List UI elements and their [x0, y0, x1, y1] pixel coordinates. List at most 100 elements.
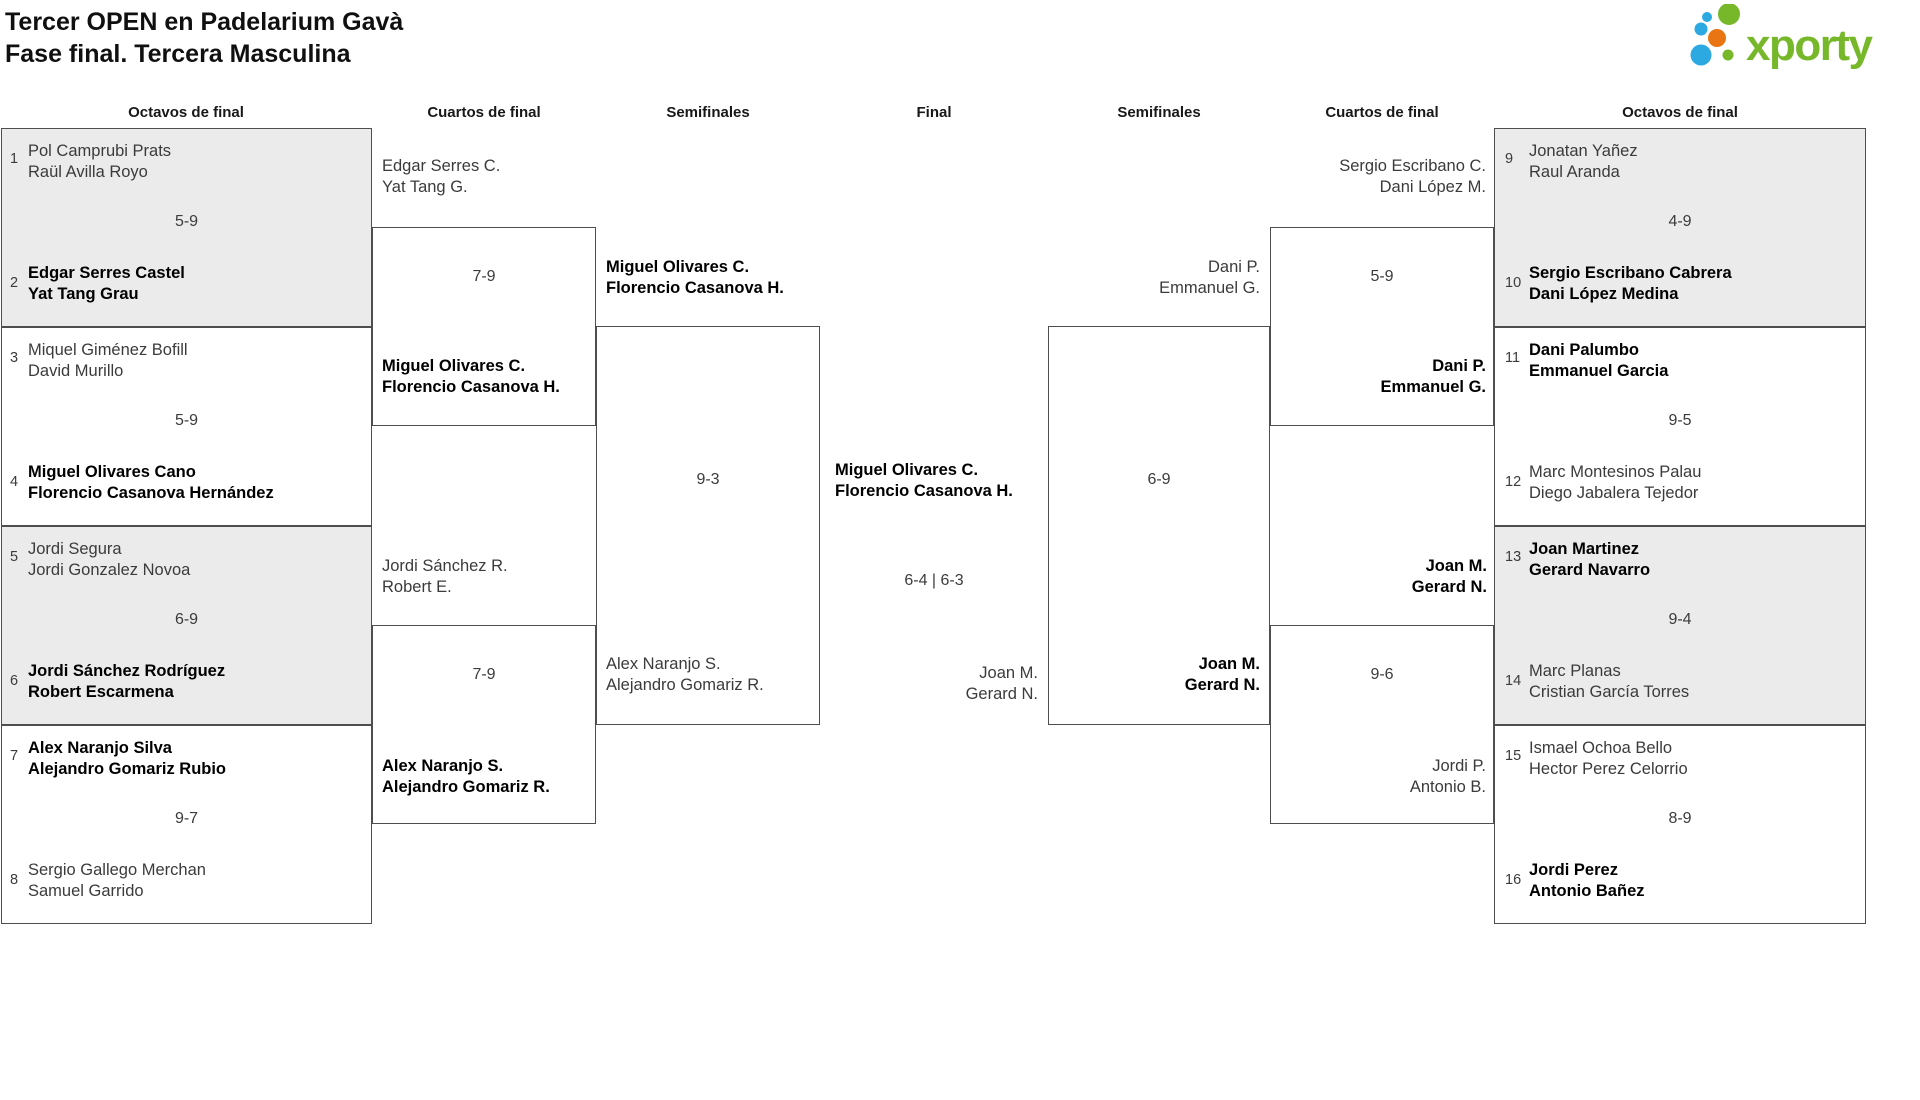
team-slot: Pol Camprubi Prats Raül Avilla Royo — [28, 141, 171, 183]
team-name-line: Gerard Navarro — [1529, 561, 1651, 579]
team-name-line: Hector Perez Celorrio — [1529, 760, 1688, 778]
seed-number: 7 — [10, 748, 19, 764]
team-slot: Miguel Olivares Cano Florencio Casanova … — [28, 462, 274, 504]
match-box-cuartos-2: 7-9 — [372, 625, 596, 824]
match-box-octavos-6: 11 Dani Palumbo Emmanuel Garcia 9-5 12 M… — [1494, 327, 1866, 526]
team-slot: Sergio Escribano C. Dani López M. — [1339, 156, 1486, 198]
team-name-line: Jonatan Yañez — [1529, 142, 1638, 160]
team-name-line: Emmanuel Garcia — [1529, 362, 1669, 380]
team-name-line: Raul Aranda — [1529, 163, 1620, 181]
team-slot: Marc Montesinos Palau Diego Jabalera Tej… — [1529, 462, 1701, 504]
tournament-title: Tercer OPEN en Padelarium Gavà Fase fina… — [5, 6, 403, 70]
team-name-line: Alejandro Gomariz Rubio — [28, 760, 227, 778]
team-name-line: Joan M. — [1198, 655, 1260, 673]
match-box-octavos-7: 13 Joan Martinez Gerard Navarro 9-4 14 M… — [1494, 526, 1866, 725]
match-score: 9-3 — [696, 471, 720, 488]
team-slot: Jordi P. Antonio B. — [1410, 756, 1486, 798]
team-name-line: Alejandro Gomariz R. — [606, 676, 764, 694]
team-name-line: Jordi P. — [1432, 757, 1486, 775]
team-slot: Alex Naranjo Silva Alejandro Gomariz Rub… — [28, 738, 226, 780]
team-slot: Jordi Sánchez R. Robert E. — [382, 556, 508, 598]
team-name-line: Miguel Olivares Cano — [28, 463, 196, 481]
seed-number: 9 — [1505, 151, 1514, 167]
team-slot: Edgar Serres C. Yat Tang G. — [382, 156, 500, 198]
match-score: 9-5 — [1668, 412, 1692, 429]
team-name-line: Florencio Casanova H. — [382, 378, 560, 396]
seed-number: 8 — [10, 872, 19, 888]
team-name-line: Miguel Olivares C. — [382, 357, 526, 375]
team-name-line: Dani P. — [1432, 357, 1486, 375]
team-name-line: Gerard N. — [1411, 578, 1487, 596]
seed-number: 13 — [1505, 549, 1522, 565]
team-name-line: Robert E. — [382, 578, 452, 596]
seed-number: 2 — [10, 275, 19, 291]
xporty-logo[interactable]: xporty — [1686, 4, 1920, 78]
team-name-line: Joan M. — [1425, 557, 1487, 575]
match-box-octavos-3: 5 Jordi Segura Jordi Gonzalez Novoa 6-9 … — [1, 526, 372, 725]
team-name-line: Florencio Casanova H. — [606, 279, 784, 297]
match-box-cuartos-1: 7-9 — [372, 227, 596, 426]
team-name-line: Alex Naranjo S. — [606, 655, 721, 673]
team-slot: Ismael Ochoa Bello Hector Perez Celorrio — [1529, 738, 1688, 780]
match-score: 9-7 — [174, 810, 199, 827]
team-slot: Dani P. Emmanuel G. — [1381, 356, 1486, 398]
team-slot: Miguel Olivares C. Florencio Casanova H. — [606, 257, 784, 299]
match-score: 5-9 — [1370, 268, 1394, 285]
team-name-line: Florencio Casanova Hernández — [28, 484, 274, 502]
match-score: 9-4 — [1668, 611, 1692, 628]
team-slot-final-loser: Joan M. Gerard N. — [966, 663, 1038, 705]
match-score: 6-9 — [1147, 471, 1171, 488]
match-score: 7-9 — [472, 268, 496, 285]
logo-dot — [1694, 22, 1708, 36]
team-name-line: Ismael Ochoa Bello — [1529, 739, 1673, 757]
team-name-line: Marc Planas — [1529, 662, 1621, 680]
team-name-line: Gerard N. — [1184, 676, 1260, 694]
team-slot: Miguel Olivares C. Florencio Casanova H. — [382, 356, 560, 398]
team-slot: Joan M. Gerard N. — [1185, 654, 1260, 696]
team-name-line: Dani López M. — [1379, 178, 1486, 196]
match-box-octavos-2: 3 Miquel Giménez Bofill David Murillo 5-… — [1, 327, 372, 526]
team-name-line: Sergio Escribano C. — [1339, 157, 1486, 175]
team-name-line: Jordi Sánchez R. — [382, 557, 508, 575]
team-name-line: Miguel Olivares C. — [606, 258, 750, 276]
team-name-line: Edgar Serres Castel — [28, 264, 185, 282]
match-score: 5-9 — [174, 412, 199, 429]
seed-number: 12 — [1505, 474, 1522, 490]
round-header-cuartos-right: Cuartos de final — [1325, 104, 1439, 121]
team-name-line: Diego Jabalera Tejedor — [1529, 484, 1699, 502]
team-slot: Miquel Giménez Bofill David Murillo — [28, 340, 188, 382]
team-name-line: Jordi Sánchez Rodríguez — [28, 662, 226, 680]
seed-number: 1 — [10, 151, 19, 167]
team-name-line: Miguel Olivares C. — [835, 461, 979, 479]
team-name-line: Alejandro Gomariz R. — [382, 778, 550, 796]
team-name-line: Raül Avilla Royo — [28, 163, 148, 181]
team-name-line: Robert Escarmena — [28, 683, 174, 701]
seed-number: 11 — [1505, 350, 1521, 366]
team-slot: Jordi Sánchez Rodríguez Robert Escarmena — [28, 661, 225, 703]
team-name-line: Pol Camprubi Prats — [28, 142, 172, 160]
match-score: 4-9 — [1668, 213, 1692, 230]
team-name-line: Florencio Casanova H. — [835, 482, 1013, 500]
team-slot: Jordi Perez Antonio Bañez — [1529, 860, 1645, 902]
tournament-subtitle: Fase final. Tercera Masculina — [5, 40, 351, 68]
logo-dot — [1702, 12, 1712, 22]
team-name-line: Sergio Escribano Cabrera — [1529, 264, 1732, 282]
final-score: 6-4 | 6-3 — [904, 572, 964, 589]
team-name-line: Emmanuel G. — [1159, 279, 1260, 297]
team-name-line: Samuel Garrido — [28, 882, 144, 900]
match-box-semifinal-2: 6-9 — [1048, 326, 1270, 725]
team-name-line: Marc Montesinos Palau — [1529, 463, 1702, 481]
team-name-line: Joan M. — [979, 664, 1038, 682]
team-slot: Edgar Serres Castel Yat Tang Grau — [28, 263, 185, 305]
match-box-semifinal-1: 9-3 — [596, 326, 820, 725]
team-name-line: Sergio Gallego Merchan — [28, 861, 206, 879]
team-name-line: Miquel Giménez Bofill — [28, 341, 188, 359]
seed-number: 16 — [1505, 872, 1522, 888]
team-name-line: Alex Naranjo S. — [382, 757, 504, 775]
match-score: 9-6 — [1370, 666, 1394, 683]
team-name-line: Yat Tang G. — [382, 178, 468, 196]
round-header-octavos-left: Octavos de final — [128, 104, 244, 121]
team-name-line: Dani López Medina — [1529, 285, 1679, 303]
round-header-semis-left: Semifinales — [666, 104, 750, 121]
team-slot: Jordi Segura Jordi Gonzalez Novoa — [28, 539, 190, 581]
